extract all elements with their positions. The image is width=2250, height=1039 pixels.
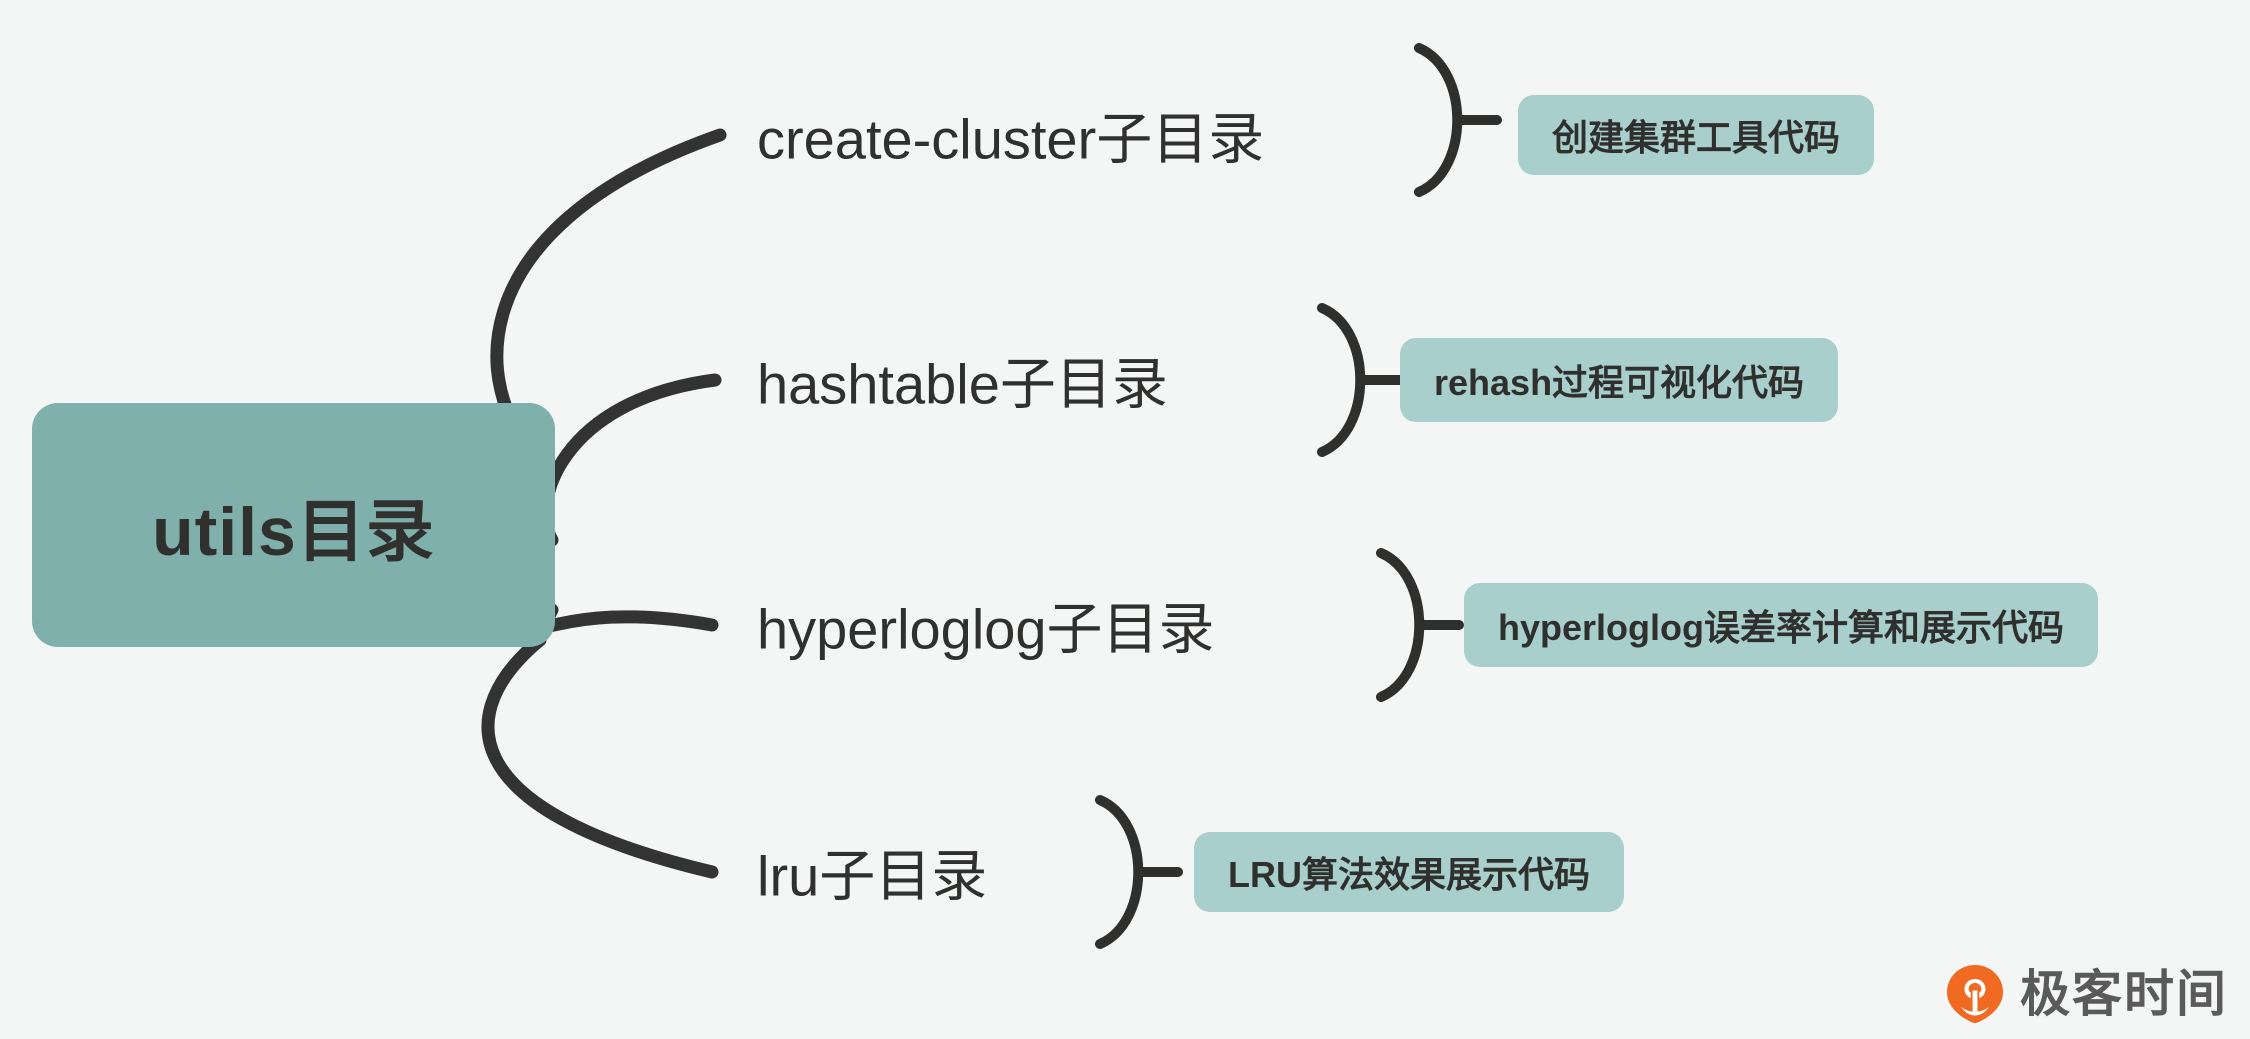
- branch-label-lru[interactable]: lru子目录: [757, 844, 988, 908]
- badge-create-cluster[interactable]: 创建集群工具代码: [1518, 95, 1875, 175]
- watermark: 极客时间: [1944, 963, 2228, 1025]
- root-node[interactable]: utils目录: [32, 403, 555, 647]
- badge-hashtable[interactable]: rehash过程可视化代码: [1400, 338, 1839, 422]
- branch-label-hyperloglog[interactable]: hyperloglog子目录: [757, 597, 1215, 661]
- brace-curve-4: [1095, 795, 1144, 949]
- brace-curve-2: [1317, 303, 1366, 457]
- branch-curve-2: [539, 373, 722, 547]
- brace-curve-1: [1414, 43, 1463, 197]
- brace-curve-3: [1376, 548, 1425, 702]
- watermark-text: 极客时间: [2020, 966, 2228, 1022]
- branch-label-hashtable[interactable]: hashtable子目录: [757, 352, 1168, 416]
- badge-hyperloglog[interactable]: hyperloglog误差率计算和展示代码: [1464, 583, 2098, 667]
- branch-curve-3: [539, 603, 719, 633]
- branch-label-create-cluster[interactable]: create-cluster子目录: [757, 107, 1265, 171]
- geektime-logo-icon: [1944, 963, 2006, 1025]
- root-node-label: utils目录: [152, 493, 435, 570]
- badge-lru[interactable]: LRU算法效果展示代码: [1194, 832, 1624, 912]
- branch-curve-4: [481, 633, 719, 879]
